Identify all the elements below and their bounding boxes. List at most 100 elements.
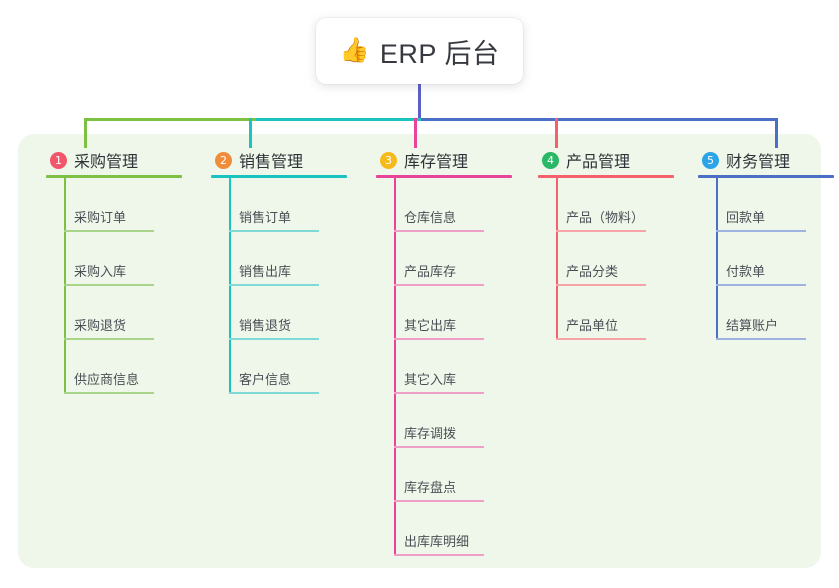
module-item-label: 产品（物料） — [566, 210, 645, 225]
module-item[interactable]: 客户信息 — [203, 340, 363, 394]
module-header-rule — [211, 175, 347, 178]
module-item[interactable]: 产品分类 — [530, 232, 690, 286]
module-spine — [556, 178, 558, 340]
module-header-rule — [698, 175, 834, 178]
module-column-5: 5 财务管理回款单付款单结算账户 — [690, 142, 839, 340]
module-item-rule — [394, 554, 484, 556]
module-item[interactable]: 结算账户 — [690, 286, 839, 340]
module-item-label: 产品分类 — [566, 264, 619, 279]
module-item[interactable]: 产品库存 — [368, 232, 528, 286]
module-item[interactable]: 采购入库 — [38, 232, 198, 286]
module-spine — [716, 178, 718, 340]
module-item-rule — [229, 284, 319, 286]
module-spine — [64, 178, 66, 394]
module-item-label: 出库库明细 — [404, 534, 470, 549]
module-item-rule — [556, 230, 646, 232]
module-item-rule — [394, 392, 484, 394]
module-column-4: 4 产品管理产品（物料） 产品分类产品单位 — [530, 142, 690, 340]
module-title: 库存管理 — [404, 154, 469, 171]
root-title-text: ERP 后台 — [379, 38, 500, 69]
module-item[interactable]: 库存盘点 — [368, 448, 528, 502]
module-item[interactable]: 产品单位 — [530, 286, 690, 340]
root-node[interactable]: 👍 ERP 后台 — [316, 18, 523, 84]
module-number-badge: 1 — [50, 151, 67, 169]
module-item-rule — [64, 284, 154, 286]
module-item[interactable]: 仓库信息 — [368, 178, 528, 232]
module-item-label: 销售出库 — [239, 264, 292, 279]
module-title: 销售管理 — [239, 154, 304, 171]
module-item-rule — [229, 230, 319, 232]
module-item-list: 仓库信息产品库存其它出库其它入库库存调拨库存盘点出库库明细 — [368, 178, 528, 556]
module-item[interactable]: 销售出库 — [203, 232, 363, 286]
module-item-label: 其它入库 — [404, 372, 457, 387]
module-header-5[interactable]: 5 财务管理 — [690, 142, 839, 178]
module-item-list: 产品（物料） 产品分类产品单位 — [530, 178, 690, 340]
module-item[interactable]: 出库库明细 — [368, 502, 528, 556]
module-item-label: 采购订单 — [74, 210, 127, 225]
module-item-label: 产品单位 — [566, 318, 619, 333]
module-item-label: 库存盘点 — [404, 480, 457, 495]
module-item-label: 销售订单 — [239, 210, 292, 225]
module-item-rule — [394, 284, 484, 286]
module-item-rule — [716, 338, 806, 340]
module-item-label: 客户信息 — [239, 372, 292, 387]
module-item[interactable]: 回款单 — [690, 178, 839, 232]
module-item-rule — [394, 500, 484, 502]
module-item[interactable]: 采购退货 — [38, 286, 198, 340]
module-item[interactable]: 其它出库 — [368, 286, 528, 340]
root-node-label: 👍 ERP 后台 — [340, 32, 500, 71]
module-header-2[interactable]: 2 销售管理 — [203, 142, 363, 178]
module-item[interactable]: 库存调拨 — [368, 394, 528, 448]
module-item-rule — [394, 230, 484, 232]
module-item-label: 其它出库 — [404, 318, 457, 333]
modules-panel — [18, 134, 821, 568]
module-item-rule — [556, 338, 646, 340]
module-item-rule — [716, 230, 806, 232]
module-item-list: 回款单付款单结算账户 — [690, 178, 839, 340]
module-header-rule — [538, 175, 674, 178]
module-item-label: 库存调拨 — [404, 426, 457, 441]
module-item-rule — [394, 338, 484, 340]
module-header-rule — [376, 175, 512, 178]
thumbs-up-icon: 👍 — [339, 37, 370, 64]
module-number-badge: 5 — [702, 151, 719, 169]
module-header-1[interactable]: 1 采购管理 — [38, 142, 198, 178]
module-item-label: 付款单 — [726, 264, 766, 279]
module-column-2: 2 销售管理销售订单销售出库销售退货客户信息 — [203, 142, 363, 394]
module-title: 采购管理 — [74, 154, 139, 171]
module-column-1: 1 采购管理采购订单采购入库采购退货供应商信息 — [38, 142, 198, 394]
module-header-rule — [46, 175, 182, 178]
module-number-badge: 4 — [542, 151, 559, 169]
module-spine — [394, 178, 396, 556]
module-item[interactable]: 付款单 — [690, 232, 839, 286]
module-title: 产品管理 — [566, 154, 631, 171]
module-item[interactable]: 销售订单 — [203, 178, 363, 232]
module-item-rule — [64, 230, 154, 232]
module-header-3[interactable]: 3 库存管理 — [368, 142, 528, 178]
module-number-badge: 3 — [380, 151, 397, 169]
module-item-label: 销售退货 — [239, 318, 292, 333]
module-item[interactable]: 其它入库 — [368, 340, 528, 394]
module-item-label: 供应商信息 — [74, 372, 140, 387]
module-item-label: 采购退货 — [74, 318, 127, 333]
module-item-rule — [394, 446, 484, 448]
module-item-rule — [556, 284, 646, 286]
module-item-rule — [229, 338, 319, 340]
module-item[interactable]: 产品（物料） — [530, 178, 690, 232]
module-item[interactable]: 采购订单 — [38, 178, 198, 232]
module-item-rule — [229, 392, 319, 394]
module-item-label: 回款单 — [726, 210, 766, 225]
module-item-list: 采购订单采购入库采购退货供应商信息 — [38, 178, 198, 394]
module-item[interactable]: 供应商信息 — [38, 340, 198, 394]
module-item-label: 仓库信息 — [404, 210, 457, 225]
module-item-rule — [64, 392, 154, 394]
module-number-badge: 2 — [215, 151, 232, 169]
module-item[interactable]: 销售退货 — [203, 286, 363, 340]
module-item-label: 采购入库 — [74, 264, 127, 279]
module-title: 财务管理 — [726, 154, 791, 171]
module-header-4[interactable]: 4 产品管理 — [530, 142, 690, 178]
module-item-label: 结算账户 — [726, 318, 779, 333]
module-item-rule — [64, 338, 154, 340]
module-item-label: 产品库存 — [404, 264, 457, 279]
